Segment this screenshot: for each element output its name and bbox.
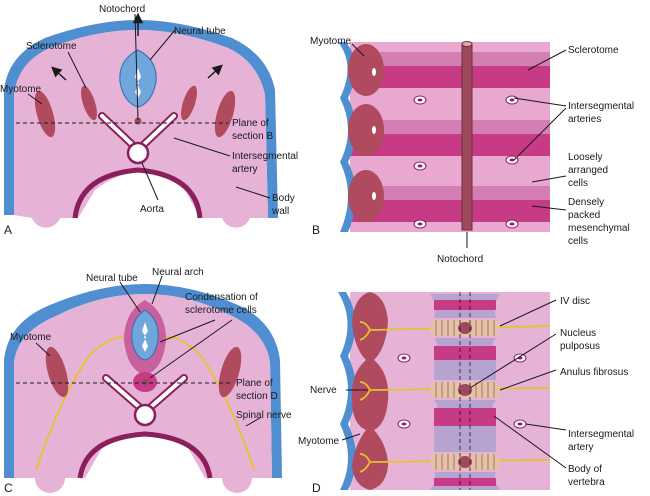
panel-b-myotome-3 — [348, 170, 384, 222]
panel-c-myotome-left — [45, 346, 69, 398]
panel-a-plane-label-1: Plane of — [232, 118, 269, 129]
panel-d-anulus-label: Anulus fibrosus — [560, 367, 628, 378]
panel-d-nucleus-label-1: Nucleus — [560, 328, 596, 339]
panel-b-dense-label-2: packed — [568, 210, 600, 221]
panel-d-interseg-label-1: Intersegmental — [568, 429, 634, 440]
panel-b-loose-label-1: Loosely — [568, 152, 602, 163]
panel-c-plane-label-1: Plane of — [236, 378, 273, 389]
panel-b-loose-label-3: cells — [568, 178, 588, 189]
panel-a-body-wall-line — [72, 167, 203, 219]
panel-a-neural-tube-label: Neural tube — [174, 26, 226, 37]
panel-a-aorta — [126, 141, 150, 165]
panel-b-myotome-2 — [348, 104, 384, 156]
panel-c-condensation-label-1: Condensation of — [185, 292, 258, 303]
panel-a-arrow-right — [207, 64, 223, 79]
panel-a-notochord-label: Notochord — [99, 4, 145, 15]
panel-b-sclerotome-label: Sclerotome — [568, 45, 619, 56]
panel-a: Notochord Neural tube Sclerotome Myotome… — [0, 4, 298, 237]
panel-c-myotome-label: Myotome — [10, 332, 52, 343]
panel-a-sclerotome-label: Sclerotome — [26, 41, 77, 52]
panel-b-notochord-label: Notochord — [437, 254, 483, 265]
panel-b-interseg-label-1: Intersegmental — [568, 101, 634, 112]
panel-a-sclerotome-right — [181, 85, 197, 121]
panel-c-neural-arch-label: Neural arch — [152, 267, 204, 278]
panel-c-letter: C — [4, 481, 13, 495]
panel-a-aorta-label: Aorta — [140, 204, 164, 215]
panel-a-interseg-label-2: artery — [232, 164, 258, 175]
panel-a-myotome-right — [214, 90, 236, 138]
panel-d-myotome-label: Myotome — [298, 436, 340, 447]
panel-d-body-label-2: vertebra — [568, 477, 605, 488]
panel-c-plane-label-2: section D — [236, 391, 278, 402]
panel-c-spinal-nerve — [35, 335, 255, 471]
panel-c-condensation-label-2: sclerotome cells — [185, 305, 257, 316]
panel-d-nerve-label: Nerve — [310, 385, 337, 396]
panel-a-letter: A — [4, 223, 12, 237]
panel-d-interseg-label-2: artery — [568, 442, 594, 453]
panel-d-body-label-1: Body of — [568, 464, 602, 475]
panel-a-myotome-label: Myotome — [0, 84, 42, 95]
panel-d-vertebral-body — [430, 294, 500, 490]
panel-a-mesenchyme — [14, 30, 268, 228]
panel-d-nucleus-label-2: pulposus — [560, 341, 600, 352]
panel-c-mesenchyme — [14, 294, 272, 493]
panel-a-body-wall-label-2: wall — [271, 206, 289, 217]
panel-a-leaders — [27, 13, 271, 201]
panel-b-interseg-label-2: arteries — [568, 114, 601, 125]
panel-b-dense-label-4: cells — [568, 236, 588, 247]
panel-a-plane-label-2: section B — [232, 131, 273, 142]
panel-c-myotome-right — [218, 346, 242, 398]
panel-a-arrow-left — [51, 66, 67, 81]
panel-c-leaders — [35, 275, 261, 427]
panel-b-dense-label-1: Densely — [568, 197, 604, 208]
panel-c-notochord — [141, 378, 149, 386]
panel-a-body-wall-label-1: Body — [272, 193, 295, 204]
panel-d-ectoderm — [338, 292, 356, 490]
panel-c-neural-tube-label: Neural tube — [86, 273, 138, 284]
panel-b-notochord — [461, 43, 473, 231]
panel-b: Myotome Sclerotome Intersegmental arteri… — [310, 36, 634, 265]
panel-b-myotome-1 — [348, 44, 384, 96]
panel-b-letter: B — [312, 223, 320, 237]
panel-d-letter: D — [312, 481, 321, 495]
panel-b-myotome-label: Myotome — [310, 36, 352, 47]
panel-d-iv-disc-label: IV disc — [560, 296, 590, 307]
panel-b-loose-label-2: arranged — [568, 165, 608, 176]
panel-a-interseg-label-1: Intersegmental — [232, 151, 298, 162]
panel-b-leaders — [351, 43, 567, 248]
panel-b-dense-label-3: mesenchymal — [568, 223, 630, 234]
panel-a-sclerotome-left — [81, 85, 97, 121]
panel-c-aorta — [133, 403, 157, 427]
panel-c-body-wall-line — [77, 431, 213, 479]
panel-c-spinal-nerve-label: Spinal nerve — [236, 410, 292, 421]
panel-d-nucleus-pulposus — [458, 322, 472, 468]
panel-d-leaders — [341, 299, 567, 469]
panel-d: IV disc Nucleus pulposus Anulus fibrosus… — [298, 292, 634, 495]
panel-c: Neural tube Neural arch Condensation of … — [4, 267, 292, 495]
